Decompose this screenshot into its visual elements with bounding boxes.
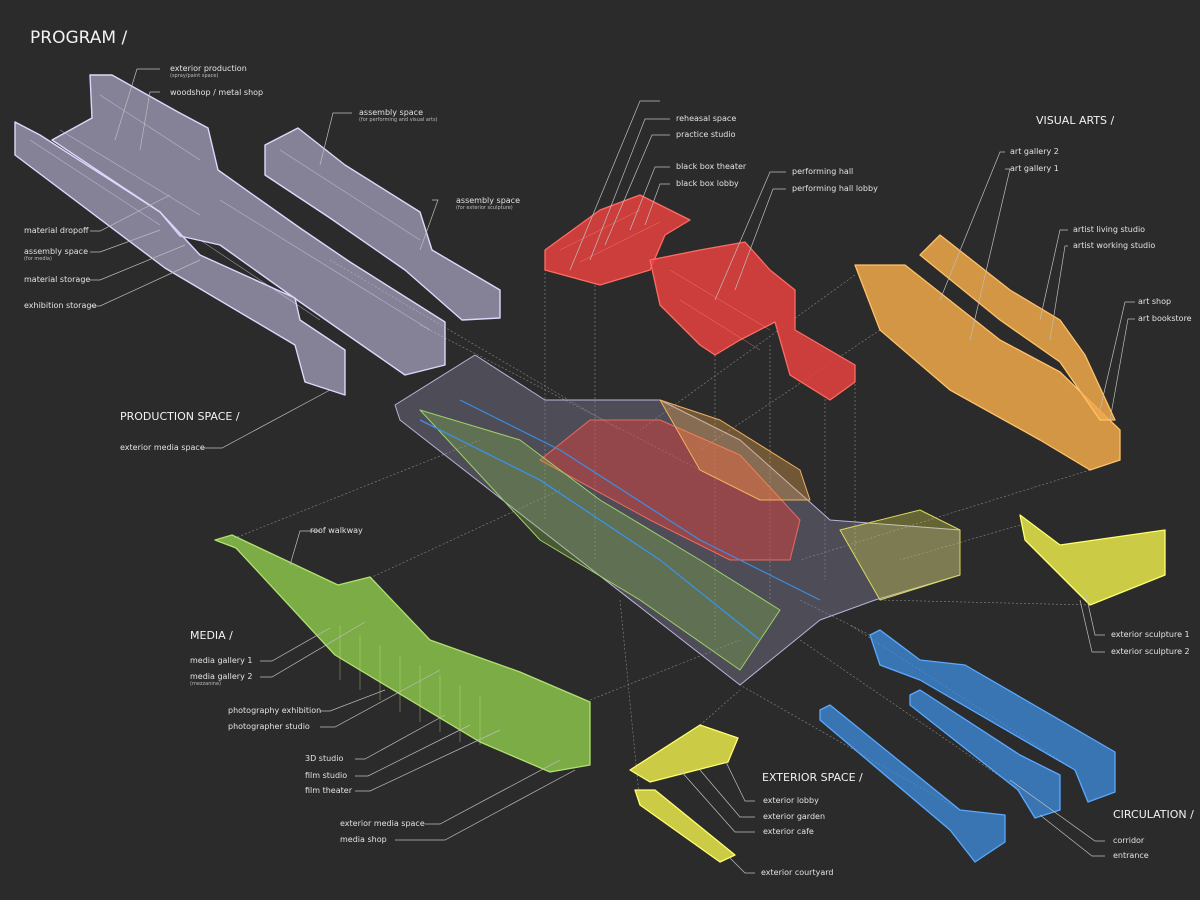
circulation-volume-2 [909, 689, 1061, 819]
label-exterior-sculpture-1: exterior sculpture 1 [1111, 630, 1190, 639]
label-exterior-sculpture-2: exterior sculpture 2 [1111, 647, 1190, 656]
label-performing-hall: performing hall [792, 167, 854, 176]
heading-visual-arts: VISUAL ARTS / [1036, 114, 1115, 127]
label-roof-walkway: roof walkway [310, 526, 363, 535]
label-exterior-garden: exterior garden [763, 812, 826, 821]
label-film-studio: film studio [305, 771, 348, 780]
label-art-bookstore: art bookstore [1138, 314, 1192, 323]
circulation-volume-3 [819, 704, 1006, 863]
production-grid [29, 94, 431, 331]
label-woodshop: woodshop / metal shop [170, 88, 264, 97]
performing-volume-hall [649, 241, 856, 401]
label-media-gallery-1: media gallery 1 [190, 656, 253, 665]
label-material-dropoff: material dropoff [24, 226, 89, 235]
label-entrance: entrance [1113, 851, 1149, 860]
page-title: PROGRAM / [30, 28, 128, 48]
label-art-gallery-1: art gallery 1 [1010, 164, 1059, 173]
label-exterior-courtyard: exterior courtyard [761, 868, 834, 877]
production-volume-storage [14, 121, 346, 396]
leader-lines [90, 68, 1135, 874]
circulation-volumes [819, 629, 1116, 863]
performing-volumes [544, 194, 856, 401]
label-material-storage: material storage [24, 275, 91, 284]
label-black-box-theater: black box theater [676, 162, 747, 171]
label-photography-exhibition: photography exhibition [228, 706, 322, 715]
heading-circulation: CIRCULATION / [1113, 808, 1194, 821]
label-assembly-performing-visual: assembly space(for performing and visual… [359, 108, 438, 123]
label-rehearsal-space: reheasal space [676, 114, 737, 123]
label-practice-studio: practice studio [676, 130, 736, 139]
circulation-volume-1 [869, 629, 1116, 803]
label-black-box-lobby: black box lobby [676, 179, 739, 188]
heading-production-space: PRODUCTION SPACE / [120, 410, 240, 423]
performing-volume-black-box [544, 194, 691, 286]
label-assembly-exterior-sculpture: assembly space(for exterior sculpture) [456, 196, 520, 211]
production-volumes [14, 74, 501, 396]
visual-arts-volumes [854, 234, 1121, 471]
composite-building [394, 354, 961, 686]
label-artist-working-studio: artist working studio [1073, 241, 1156, 250]
label-performing-hall-lobby: performing hall lobby [792, 184, 878, 193]
label-assembly-media: assembly space(for media) [24, 247, 88, 262]
label-exterior-lobby: exterior lobby [763, 796, 819, 805]
label-exhibition-storage: exhibition storage [24, 301, 97, 310]
label-artist-living-studio: artist living studio [1073, 225, 1146, 234]
exterior-volume-courtyard [634, 789, 736, 863]
label-exterior-cafe: exterior cafe [763, 827, 814, 836]
label-photographer-studio: photographer studio [228, 722, 310, 731]
label-art-shop: art shop [1138, 297, 1172, 306]
heading-exterior-space: EXTERIOR SPACE / [762, 771, 863, 784]
label-media-shop: media shop [340, 835, 387, 844]
label-exterior-production: exterior production(spray/paint space) [170, 64, 247, 79]
visual-arts-volume-gallery [854, 264, 1121, 471]
label-3d-studio: 3D studio [305, 754, 344, 763]
visual-arts-volume-studio [919, 234, 1116, 421]
production-volume-woodshop [51, 74, 446, 376]
media-volume [214, 534, 591, 773]
exterior-volume-sculpture [1019, 514, 1166, 606]
label-exterior-media-space: exterior media space [340, 819, 425, 828]
label-art-gallery-2: art gallery 2 [1010, 147, 1059, 156]
exterior-volume-lobby [629, 724, 739, 783]
label-film-theater: film theater [305, 786, 352, 795]
label-media-gallery-2: media gallery 2(mezzanine) [190, 672, 253, 687]
label-exterior-media-space-production: exterior media space [120, 443, 205, 452]
media-grid [339, 625, 481, 745]
label-corridor: corridor [1113, 836, 1145, 845]
exterior-volumes [629, 514, 1166, 863]
heading-media: MEDIA / [190, 629, 233, 642]
performing-grid [559, 209, 771, 351]
production-volume-assembly [264, 127, 501, 321]
